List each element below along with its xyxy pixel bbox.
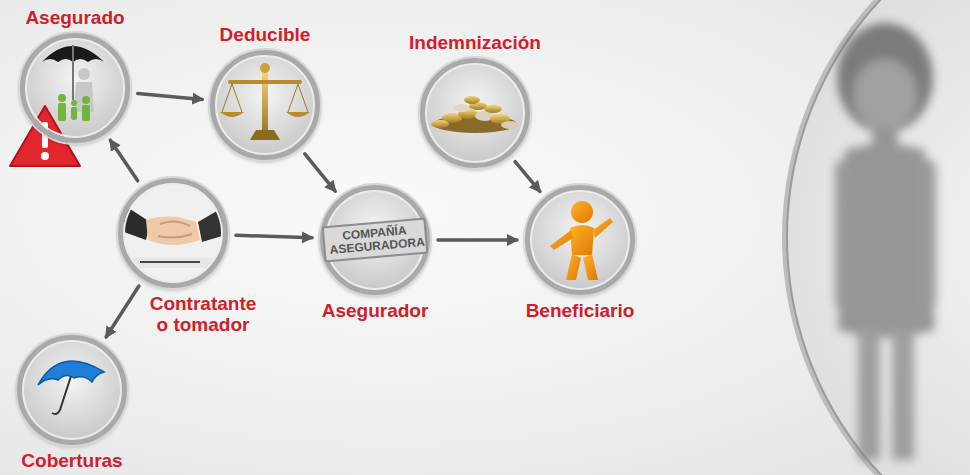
circle-node: Asegurado <box>20 33 130 143</box>
disc <box>530 190 630 290</box>
node-label: Deducible <box>220 24 311 45</box>
node-label: Contratante o tomador <box>147 293 259 335</box>
node-label: Asegurador <box>322 300 429 321</box>
node-label: Asegurado <box>25 7 124 28</box>
connector-arrow <box>138 94 203 100</box>
connector-arrow <box>515 162 540 192</box>
side-circle-face <box>787 0 970 475</box>
connector-arrow <box>110 140 137 181</box>
scale-icon <box>220 63 310 140</box>
circle-node: Contratante o tomador <box>118 178 228 288</box>
circle-node: Deducible <box>210 50 320 160</box>
handshake-icon <box>124 205 222 268</box>
silhouette <box>835 23 936 460</box>
stamp-text: COMPAÑÍA ASEGURADORA <box>322 218 429 263</box>
disc <box>123 183 223 283</box>
disc <box>22 340 122 440</box>
umbrella-family-icon <box>42 45 104 121</box>
person-icon <box>550 201 613 280</box>
node-label: Indemnización <box>409 32 541 53</box>
circle-node: COMPAÑÍA ASEGURADORAAsegurador <box>320 185 430 295</box>
disc <box>425 63 525 163</box>
coins-icon <box>431 96 519 133</box>
node-label: Beneficiario <box>526 300 635 321</box>
blue-umbrella-icon <box>38 361 104 414</box>
circle-node: Beneficiario <box>525 185 635 295</box>
connector-arrow <box>305 154 335 191</box>
side-circle <box>782 0 970 475</box>
disc <box>215 55 315 155</box>
circle-node: Coberturas <box>17 335 127 445</box>
connector-arrow <box>236 235 312 238</box>
warning-icon <box>10 106 80 166</box>
connector-arrow <box>438 238 517 242</box>
node-label: Coberturas <box>21 450 122 471</box>
connector-arrow <box>106 286 139 337</box>
circle-node: Indemnización <box>420 58 530 168</box>
